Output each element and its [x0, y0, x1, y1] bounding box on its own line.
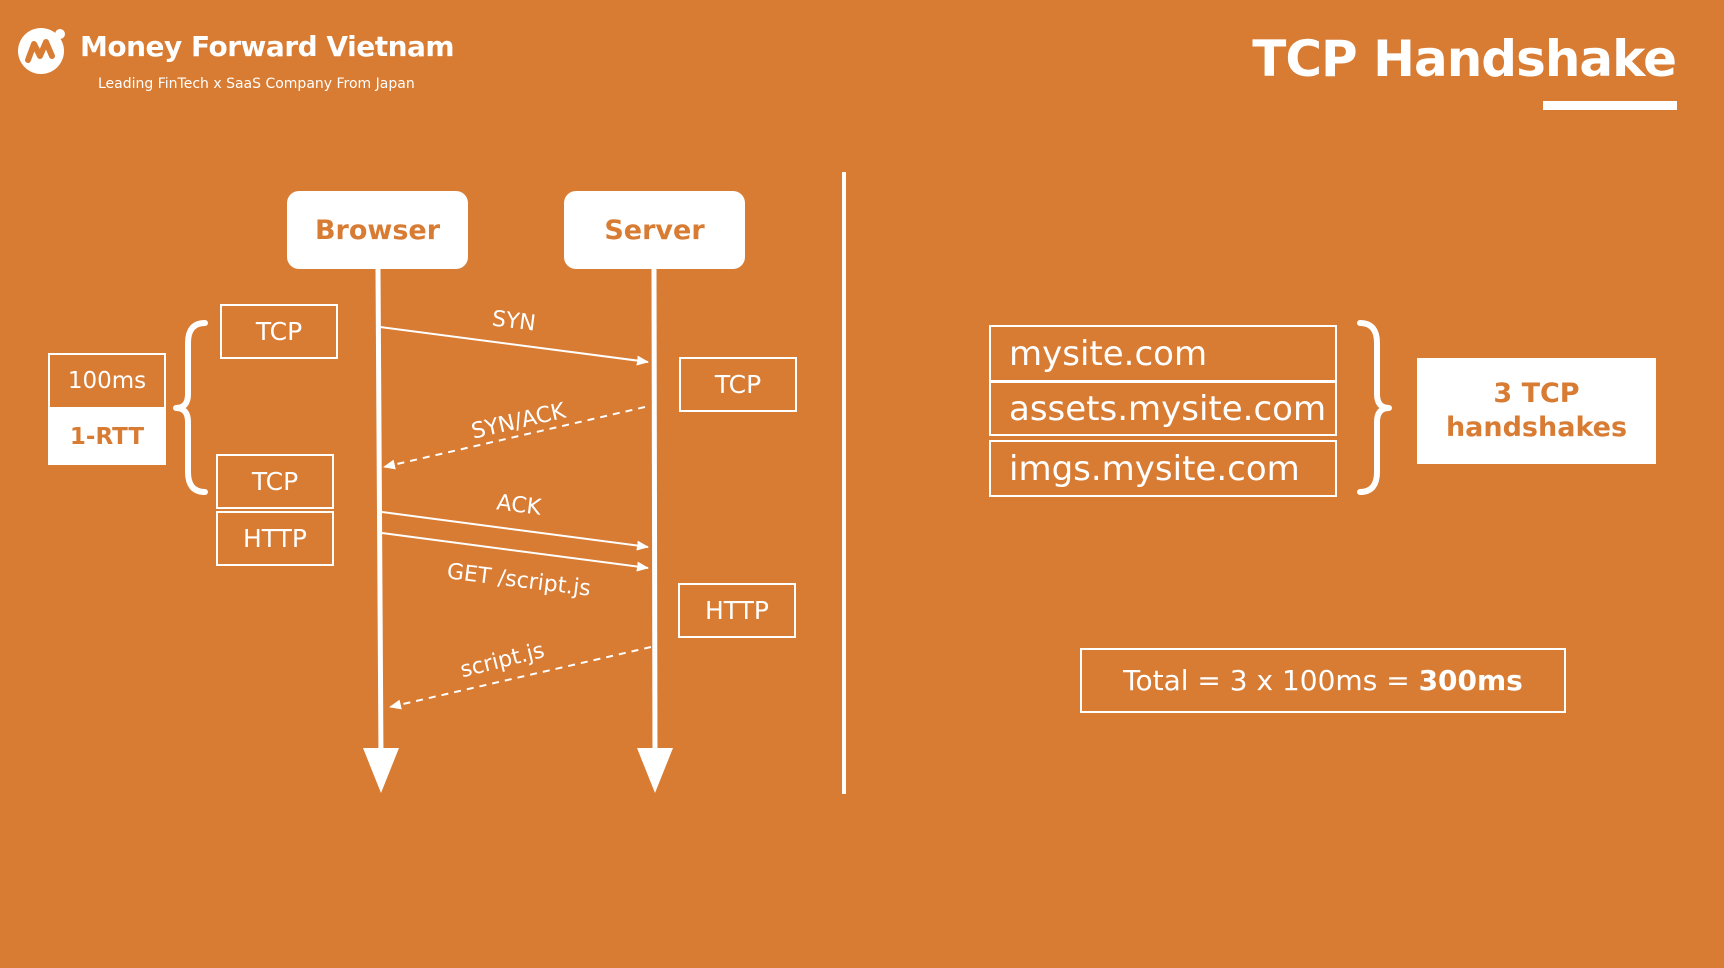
synack-arrow: [383, 406, 646, 470]
browser-lifeline: [363, 268, 399, 793]
section-divider: [842, 172, 846, 794]
tcp-box-left-1: TCP: [220, 304, 338, 359]
total-formula: Total = 3 x 100ms =: [1123, 664, 1419, 697]
syn-arrow: [379, 326, 649, 366]
tcp-box-right: TCP: [679, 357, 797, 412]
total-box: Total = 3 x 100ms = 300ms: [1080, 648, 1566, 713]
brand-tagline: Leading FinTech x SaaS Company From Japa…: [98, 76, 415, 92]
page-title: TCP Handshake: [1252, 30, 1677, 88]
handshake-count: 3 TCP: [1493, 378, 1580, 409]
rtt-time-box: 100ms: [48, 353, 166, 409]
synack-label: SYN/ACK: [469, 399, 568, 445]
total-value: 300ms: [1418, 664, 1523, 697]
domains-brace: [1357, 320, 1392, 495]
domain-item: mysite.com: [989, 325, 1337, 382]
brand-logo-icon: [16, 26, 70, 76]
http-box-right: HTTP: [678, 583, 796, 638]
domain-item: imgs.mysite.com: [989, 440, 1337, 497]
server-actor: Server: [564, 191, 745, 269]
handshake-word: handshakes: [1445, 412, 1628, 443]
rtt-brace: [173, 320, 208, 495]
scriptjs-arrow: [389, 646, 652, 710]
tcp-box-left-2: TCP: [216, 454, 334, 509]
browser-actor: Browser: [287, 191, 468, 269]
get-label: GET /script.js: [445, 559, 592, 601]
scriptjs-label: script.js: [458, 638, 547, 683]
get-arrow: [381, 532, 649, 572]
title-underline: [1543, 101, 1677, 110]
http-box-left: HTTP: [216, 511, 334, 566]
rtt-label-box: 1-RTT: [48, 409, 166, 465]
brand-name: Money Forward Vietnam: [80, 30, 455, 63]
ack-arrow: [381, 511, 649, 551]
domain-item: assets.mysite.com: [989, 381, 1337, 436]
handshake-summary-box: 3 TCP handshakes: [1417, 358, 1656, 464]
server-lifeline: [637, 268, 673, 793]
ack-label: ACK: [495, 490, 543, 520]
syn-label: SYN: [490, 306, 537, 336]
